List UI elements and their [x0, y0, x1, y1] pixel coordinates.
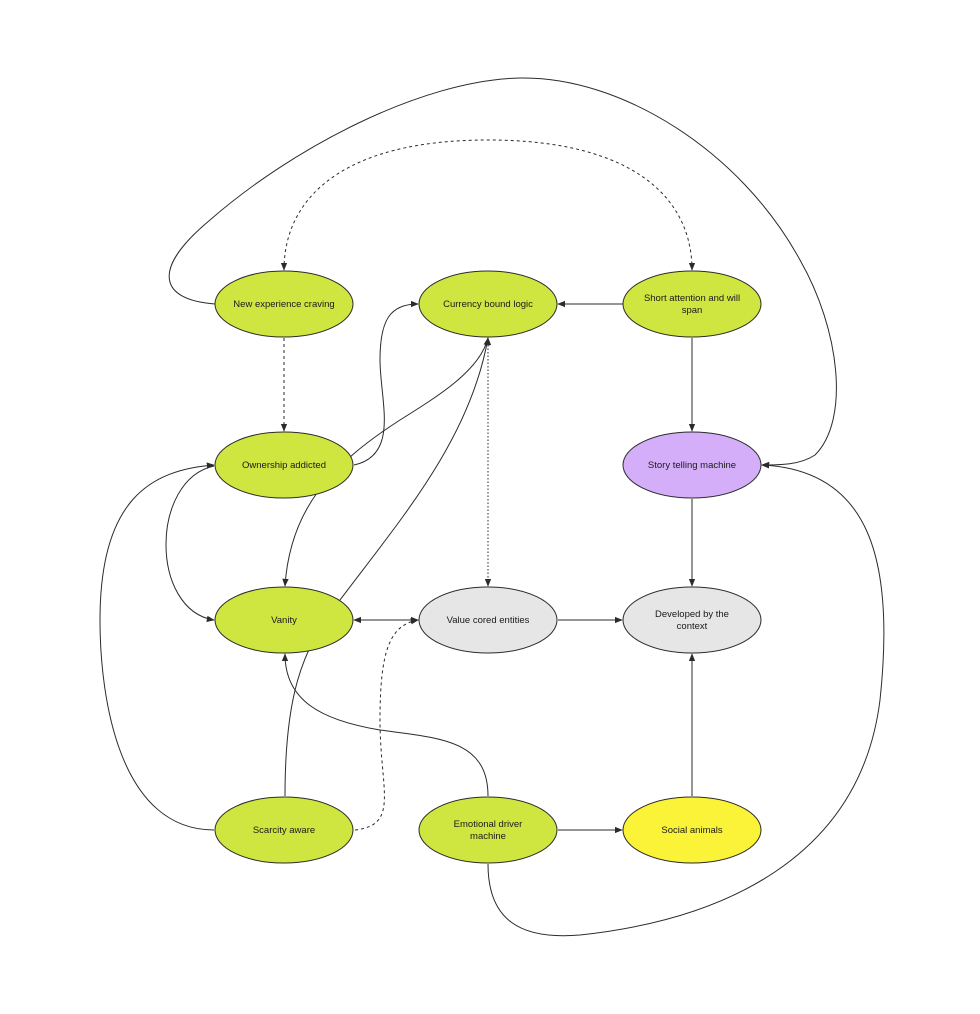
node-shape [214, 796, 354, 864]
node-shape [622, 270, 762, 338]
node-label: Scarcity aware [253, 825, 315, 836]
node-value[interactable]: Value cored entities [418, 586, 558, 654]
node-label: span [682, 305, 703, 316]
node-shape [418, 586, 558, 654]
node-label: Value cored entities [447, 615, 530, 626]
node-shape [622, 796, 762, 864]
edge-scarcity-to-ownership [99, 462, 215, 831]
node-shape [622, 586, 762, 654]
edge-currency-to-vanity [282, 337, 489, 587]
node-ownership[interactable]: Ownership addicted [214, 431, 354, 499]
node-label: Vanity [271, 615, 297, 626]
node-scarcity[interactable]: Scarcity aware [214, 796, 354, 864]
node-shape [214, 270, 354, 338]
edge-ownership-to-vanity [165, 465, 215, 623]
edge-new-experience-to-story [168, 77, 837, 469]
node-label: Short attention and will [644, 293, 740, 304]
edge-new-experience-to-short-attention [280, 139, 696, 271]
node-story[interactable]: Story telling machine [622, 431, 762, 499]
nodes-layer: New experience craving Currency bound log… [214, 270, 762, 864]
node-currency[interactable]: Currency bound logic [418, 270, 558, 338]
node-label: Ownership addicted [242, 460, 326, 471]
node-label: Developed by the [655, 609, 729, 620]
node-shape [214, 431, 354, 499]
node-shape [214, 586, 354, 654]
node-new-experience[interactable]: New experience craving [214, 270, 354, 338]
node-label: New experience craving [233, 299, 334, 310]
node-social[interactable]: Social animals [622, 796, 762, 864]
node-label: Social animals [661, 825, 722, 836]
edge-scarcity-to-value [354, 618, 419, 831]
node-shape [418, 270, 558, 338]
edge-emotional-to-vanity [281, 653, 489, 797]
node-label: Emotional driver [454, 819, 523, 830]
node-label: Currency bound logic [443, 299, 533, 310]
edges-layer [99, 77, 885, 937]
edge-ownership-to-currency [353, 300, 419, 466]
node-shape [418, 796, 558, 864]
node-vanity[interactable]: Vanity [214, 586, 354, 654]
edge-emotional-to-story [487, 462, 885, 937]
edge-scarcity-to-currency [284, 337, 490, 797]
node-label: machine [470, 831, 506, 842]
node-shape [622, 431, 762, 499]
node-label: Story telling machine [648, 460, 736, 471]
node-label: context [677, 621, 708, 632]
